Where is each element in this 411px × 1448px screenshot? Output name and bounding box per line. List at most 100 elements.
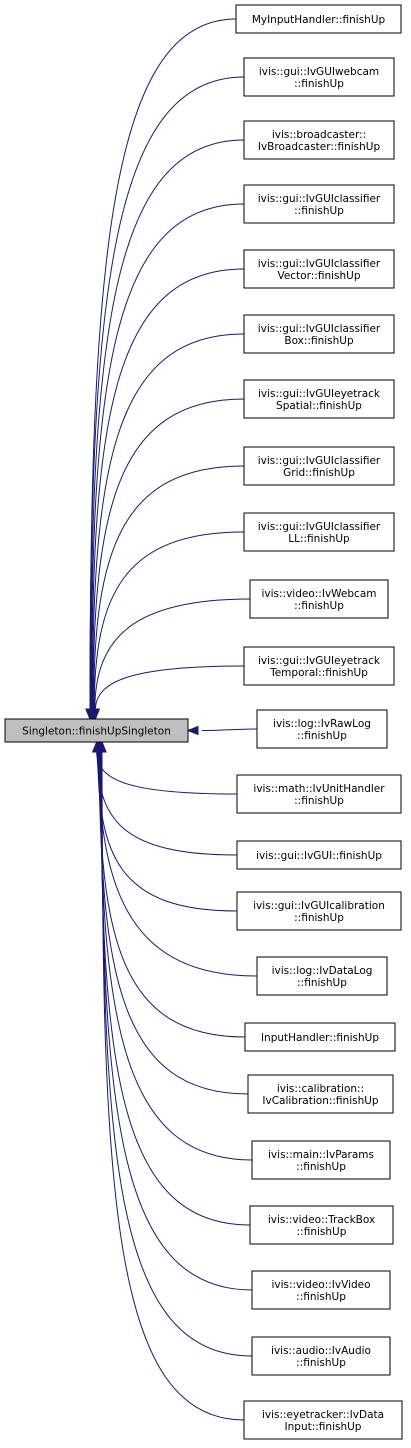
caller-node-label: Input::finishUp (285, 1421, 362, 1433)
caller-node-box (249, 1205, 394, 1245)
call-edge-ivis-gui-ivguiclassifier-finishup (90, 203, 245, 711)
edges (85, 18, 258, 1421)
call-edge-ivis-video-ivvideo-finishup (100, 750, 253, 1291)
caller-node-label: ivis::gui::IvGUIclassifier (258, 323, 381, 335)
caller-node-box (236, 774, 402, 814)
caller-node-label: ivis::gui::IvGUIclassifier (258, 258, 381, 270)
caller-node-label: MyInputHandler::finishUp (252, 14, 386, 26)
caller-node-box (244, 1022, 396, 1052)
caller-node-label: ::finishUp (294, 78, 344, 90)
caller-node-box (243, 314, 395, 354)
caller-node-label: ivis::gui::IvGUI::finishUp (256, 850, 382, 862)
caller-node-box (247, 1074, 394, 1114)
caller-node-ivis-video-trackbox-finishup[interactable]: ivis::video::TrackBox::finishUp (249, 1205, 394, 1245)
caller-node-label: ivis::gui::IvGUIwebcam (259, 66, 379, 78)
call-edge-ivis-eyetracker-ivdatainput-finishup (101, 750, 245, 1421)
call-edge-ivis-audio-ivaudio-finishup (101, 750, 253, 1357)
caller-node-label: Spatial::finishUp (276, 400, 362, 412)
caller-node-label: ::finishUp (294, 205, 344, 217)
caller-node-label: Temporal::finishUp (269, 667, 368, 679)
caller-node-label: ivis::log::IvDataLog (272, 965, 373, 977)
call-edge-ivis-gui-ivguiclassifiergrid-finishup (93, 465, 245, 711)
caller-node-inputhandler-finishup[interactable]: InputHandler::finishUp (244, 1022, 396, 1052)
arrowhead-icon (97, 740, 107, 753)
caller-node-label: ivis::gui::IvGUIcalibration (253, 900, 385, 912)
call-edge-ivis-gui-ivguieyetracktemporal-finishup (94, 665, 245, 711)
caller-node-ivis-main-ivparams-finishup[interactable]: ivis::main::IvParams::finishUp (251, 1140, 391, 1180)
caller-node-label: Box::finishUp (284, 335, 354, 347)
caller-node-ivis-gui-ivguiclassifier-finishup[interactable]: ivis::gui::IvGUIclassifier::finishUp (243, 184, 395, 224)
caller-node-label: ivis::log::IvRawLog (273, 718, 371, 730)
caller-node-box (256, 709, 388, 749)
caller-node-label: ivis::main::IvParams (268, 1149, 374, 1161)
caller-node-label: IvCalibration::finishUp (262, 1095, 379, 1107)
caller-node-box (236, 891, 402, 931)
call-edge-ivis-log-ivdatalog-finishup (97, 750, 258, 977)
call-edge-ivis-gui-ivguiclassifiervector-finishup (91, 268, 245, 711)
caller-node-ivis-gui-ivgui-finishup[interactable]: ivis::gui::IvGUI::finishUp (236, 840, 402, 870)
caller-node-label: ivis::gui::IvGUIclassifier (258, 521, 381, 533)
caller-node-label: ::finishUp (294, 600, 344, 612)
caller-node-label: ivis::math::IvUnitHandler (253, 783, 385, 795)
call-edge-myinputhandler-finishup (89, 18, 237, 711)
caller-node-ivis-gui-ivguieyetracktemporal-finishup[interactable]: ivis::gui::IvGUIeyetrackTemporal::finish… (243, 646, 395, 686)
caller-node-ivis-gui-ivguicalibration-finishup[interactable]: ivis::gui::IvGUIcalibration::finishUp (236, 891, 402, 931)
call-edge-ivis-video-trackbox-finishup (100, 750, 251, 1226)
caller-node-label: ::finishUp (297, 730, 347, 742)
caller-node-box (251, 1336, 391, 1376)
caller-node-ivis-video-ivwebcam-finishup[interactable]: ivis::video::IvWebcam::finishUp (249, 579, 389, 619)
caller-node-ivis-video-ivvideo-finishup[interactable]: ivis::video::IvVideo::finishUp (251, 1270, 391, 1310)
caller-node-ivis-audio-ivaudio-finishup[interactable]: ivis::audio::IvAudio::finishUp (251, 1336, 391, 1376)
caller-node-label: ::finishUp (294, 795, 344, 807)
caller-node-label: ::finishUp (294, 912, 344, 924)
caller-node-label: ivis::video::IvVideo (271, 1279, 370, 1291)
caller-node-box (243, 512, 395, 552)
caller-node-label: ivis::broadcaster:: (272, 129, 366, 141)
caller-node-box (243, 379, 395, 419)
call-edge-ivis-log-ivrawlog-finishup (201, 728, 258, 731)
caller-node-box (243, 184, 395, 224)
caller-node-label: IvBroadcaster::finishUp (258, 141, 381, 153)
caller-node-ivis-log-ivrawlog-finishup[interactable]: ivis::log::IvRawLog::finishUp (256, 709, 388, 749)
caller-node-label: ivis::video::IvWebcam (262, 588, 377, 600)
call-edge-ivis-gui-ivguiclassifierbox-finishup (91, 333, 245, 711)
caller-node-ivis-gui-ivguiwebcam-finishup[interactable]: ivis::gui::IvGUIwebcam::finishUp (243, 57, 395, 97)
caller-node-label: ivis::calibration:: (277, 1083, 364, 1095)
caller-node-myinputhandler-finishup[interactable]: MyInputHandler::finishUp (235, 4, 402, 34)
call-edge-ivis-gui-ivguicalibration-finishup (97, 750, 238, 912)
caller-node-box (236, 840, 402, 870)
arrowhead-icon (90, 708, 101, 721)
caller-node-ivis-log-ivdatalog-finishup[interactable]: ivis::log::IvDataLog::finishUp (256, 956, 388, 996)
caller-node-ivis-calibration-ivcalibration-finishup[interactable]: ivis::calibration::IvCalibration::finish… (247, 1074, 394, 1114)
root-node-label: Singleton::finishUpSingleton (22, 726, 171, 738)
caller-node-label: ::finishUp (296, 1161, 346, 1173)
caller-node-label: LL::finishUp (288, 533, 350, 545)
caller-node-box (243, 646, 395, 686)
caller-node-ivis-math-ivunithandler-finishup[interactable]: ivis::math::IvUnitHandler::finishUp (236, 774, 402, 814)
caller-node-box (243, 249, 395, 289)
caller-node-label: Grid::finishUp (283, 467, 355, 479)
caller-node-box (251, 1140, 391, 1180)
caller-node-label: ivis::gui::IvGUIeyetrack (258, 655, 381, 667)
caller-node-label: InputHandler::finishUp (261, 1032, 379, 1044)
call-edge-ivis-gui-ivguiwebcam-finishup (89, 76, 245, 711)
caller-node-box (243, 1400, 403, 1440)
caller-node-box (256, 956, 388, 996)
call-edge-ivis-main-ivparams-finishup (99, 750, 253, 1161)
caller-node-ivis-broadcaster-ivbroadcaster-finishup[interactable]: ivis::broadcaster::IvBroadcaster::finish… (243, 120, 395, 160)
caller-node-ivis-gui-ivguiclassifiervector-finishup[interactable]: ivis::gui::IvGUIclassifierVector::finish… (243, 249, 395, 289)
caller-node-label: ivis::gui::IvGUIeyetrack (258, 388, 381, 400)
caller-node-label: ivis::eyetracker::IvData (262, 1409, 384, 1421)
root-node-finishUpSingleton[interactable]: Singleton::finishUpSingleton (4, 718, 189, 743)
arrowhead-icon (186, 725, 199, 736)
caller-node-box (249, 579, 389, 619)
caller-node-label: ivis::video::TrackBox (268, 1214, 375, 1226)
caller-node-label: ivis::gui::IvGUIclassifier (258, 193, 381, 205)
caller-node-label: ivis::audio::IvAudio (271, 1345, 371, 1357)
caller-node-ivis-gui-ivguieyetrackspatial-finishup[interactable]: ivis::gui::IvGUIeyetrackSpatial::finishU… (243, 379, 395, 419)
